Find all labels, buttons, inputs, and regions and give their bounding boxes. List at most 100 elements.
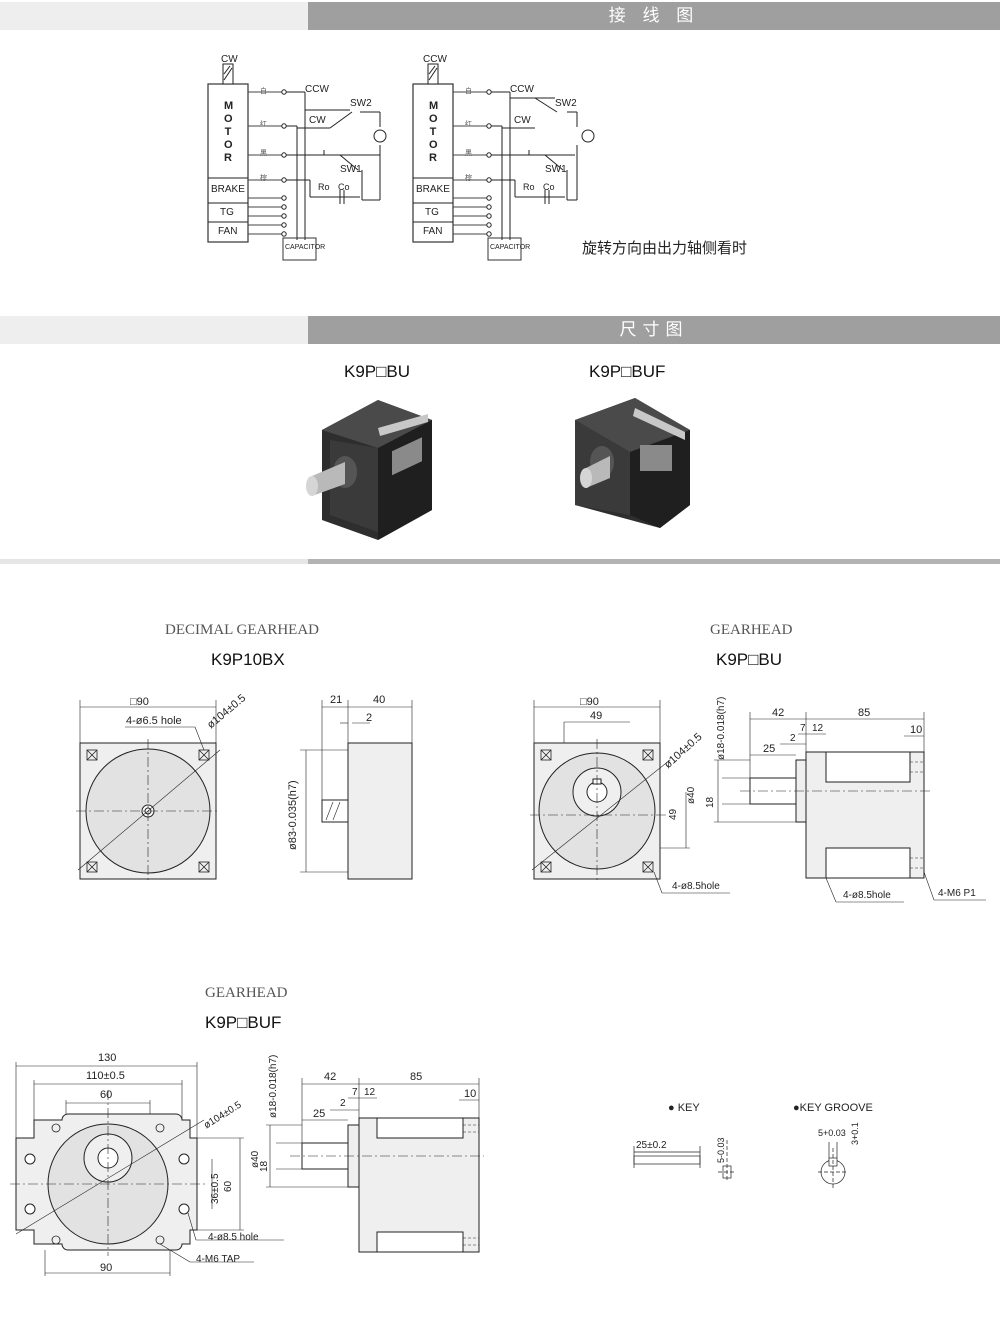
wiring1-tg-label: TG — [220, 207, 234, 218]
d1-dim-square: □90 — [130, 696, 149, 708]
section-title-wiring: 接 线 图 — [608, 6, 700, 25]
d2-dim-25: 25 — [763, 743, 776, 755]
d1-dim-40: 40 — [373, 694, 386, 706]
product-photo-buf — [575, 398, 690, 528]
d1-dim-21: 21 — [330, 694, 343, 706]
d3-dim-110: 110±0.5 — [86, 1070, 125, 1082]
wiring1-cw-label: CW — [221, 54, 238, 65]
d2-dim-square: □90 — [580, 696, 599, 708]
d3-dim-2: 2 — [340, 1098, 346, 1109]
wiring1-co-label: Co — [338, 182, 350, 192]
wire-color-label: 红 — [465, 121, 472, 128]
wiring-diagram-2 — [412, 63, 595, 261]
d2-dim-49-vertical: 49 — [668, 808, 679, 820]
wiring1-sw2-label: SW2 — [350, 98, 372, 109]
d1-model-label: K9P10BX — [211, 650, 285, 669]
d2-type-label: GEARHEAD — [710, 622, 793, 638]
wiring2-ccw-label: CCW — [510, 84, 534, 95]
key-detail — [633, 1140, 736, 1182]
d2-dim-40: ø40 — [686, 786, 697, 804]
wire-color-label: 红 — [260, 121, 267, 128]
d3-dim-36: 36±0.5 — [210, 1173, 221, 1204]
wiring-diagram-1 — [207, 63, 387, 261]
wiring1-ccw-label: CCW — [305, 84, 329, 95]
drawing-d1-front — [76, 700, 221, 883]
d1-dim-hole: 4-ø6.5 hole — [126, 715, 182, 727]
d3-dim-60-vertical: 60 — [223, 1180, 234, 1192]
d3-dim-85: 85 — [410, 1071, 423, 1083]
product-photo-bu — [306, 400, 432, 540]
drawing-d2-side — [714, 712, 986, 903]
wiring2-ccw-top-label: CCW — [423, 54, 447, 65]
drawing-d2-front — [530, 700, 730, 894]
product-label-bu: K9P□BU — [344, 362, 411, 381]
wiring1-sw1-label: SW1 — [340, 164, 362, 175]
d2-dim-10: 10 — [910, 724, 923, 736]
section-bar-dimension: 尺寸图 — [0, 316, 1000, 344]
wire-color-label: 棕 — [260, 175, 267, 182]
section-bar-accent — [308, 316, 1000, 344]
d3-dim-90: 90 — [100, 1262, 113, 1274]
wire-color-label: 白 — [465, 88, 472, 95]
wiring2-ro-label: Ro — [523, 182, 535, 192]
d3-model-label: K9P□BUF — [205, 1013, 282, 1032]
d3-dim-hole: 4-ø8.5 hole — [208, 1232, 259, 1243]
drawing-d3-front — [10, 1062, 284, 1276]
wire-color-label: 棕 — [465, 175, 472, 182]
wiring2-capacitor-label: CAPACITOR — [490, 244, 531, 251]
wiring2-sw2-label: SW2 — [555, 98, 577, 109]
wiring2-tg-label: TG — [425, 207, 439, 218]
key-label: ● KEY — [668, 1102, 700, 1114]
d2-dim-49: 49 — [590, 710, 603, 722]
wiring1-brake-label: BRAKE — [211, 184, 245, 195]
wiring1-cw-switch-label: CW — [309, 115, 326, 126]
d1-dim-83: ø83-0.035(h7) — [287, 780, 299, 850]
section-separator — [0, 559, 1000, 564]
groove-dim-depth: 3+0.1 — [850, 1122, 860, 1145]
section-title-dimension: 尺寸图 — [619, 320, 689, 339]
wiring2-fan-label: FAN — [423, 226, 443, 237]
d3-dim-130: 130 — [98, 1052, 117, 1064]
d2-dim-shaft: ø18-0.018(h7) — [716, 696, 727, 760]
d2-dim-42: 42 — [772, 707, 785, 719]
d2-dim-2: 2 — [790, 733, 796, 744]
drawing-d3-side — [266, 1078, 484, 1253]
section-bar-wiring: 接 线 图 — [0, 2, 1000, 30]
wiring1-ro-label: Ro — [318, 182, 330, 192]
d3-type-label: GEARHEAD — [205, 985, 288, 1001]
d2-dim-hole-front: 4-ø8.5hole — [672, 881, 720, 892]
d2-dim-7: 7 — [800, 723, 806, 734]
d3-dim-60: 60 — [100, 1089, 113, 1101]
d3-dim-25: 25 — [313, 1108, 326, 1120]
d3-dim-12: 12 — [364, 1087, 376, 1098]
section-bar-accent — [308, 2, 1000, 30]
d2-model-label: K9P□BU — [716, 650, 783, 669]
product-label-buf: K9P□BUF — [589, 362, 666, 381]
wiring2-co-label: Co — [543, 182, 555, 192]
wiring1-fan-label: FAN — [218, 226, 238, 237]
wiring1-capacitor-label: CAPACITOR — [285, 244, 326, 251]
key-groove-label: ●KEY GROOVE — [793, 1102, 873, 1114]
d2-dim-12: 12 — [812, 723, 824, 734]
d2-dim-hole-side: 4-ø8.5hole — [843, 890, 891, 901]
d3-dim-18: 18 — [259, 1160, 270, 1172]
wire-color-label: 白 — [260, 88, 267, 95]
rotation-note: 旋转方向由出力轴侧看时 — [582, 239, 748, 257]
d3-dim-shaft: ø18-0.018(h7) — [268, 1054, 279, 1118]
drawing-d1-side — [300, 700, 413, 880]
key-groove-detail — [818, 1142, 848, 1190]
wiring2-sw1-label: SW1 — [545, 164, 567, 175]
d1-dim-2: 2 — [366, 712, 373, 724]
wiring2-brake-label: BRAKE — [416, 184, 450, 195]
wire-color-label: 黑 — [260, 150, 267, 157]
groove-dim-width: 5+0.03 — [818, 1128, 846, 1138]
wiring2-cw-label: CW — [514, 115, 531, 126]
d2-dim-tap: 4-M6 P1 — [938, 888, 976, 899]
d3-dim-10: 10 — [464, 1088, 477, 1100]
d3-dim-tap: 4-M6 TAP — [196, 1254, 241, 1265]
d3-dim-7: 7 — [352, 1087, 358, 1098]
wire-color-label: 黑 — [465, 150, 472, 157]
